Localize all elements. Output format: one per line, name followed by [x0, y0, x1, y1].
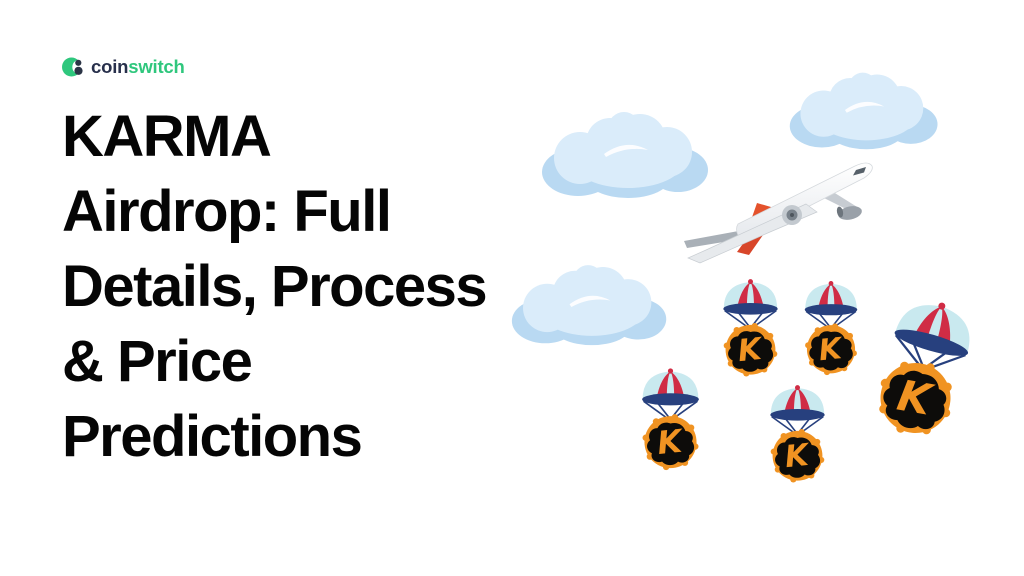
parachute-coin-2	[803, 280, 859, 376]
parachute-coin-large	[867, 291, 981, 446]
title-line-2: Airdrop: Full	[62, 179, 392, 244]
cloud-middle-left	[511, 265, 667, 346]
cloud-top-right	[789, 72, 938, 150]
parachute-coin-1	[722, 278, 779, 378]
parachute-coin-5	[769, 384, 826, 484]
title-line-4: & Price	[62, 329, 253, 394]
title-line-3: Details, Process	[62, 254, 488, 319]
page-title: KARMA Airdrop: Full Details, Process & P…	[62, 99, 488, 474]
airplane-illustration	[684, 162, 873, 264]
title-line-1: KARMA	[62, 104, 272, 169]
coinswitch-icon	[62, 57, 84, 77]
cloud-top-left	[542, 112, 708, 198]
parachute-coin-4	[641, 367, 700, 471]
title-line-5: Predictions	[62, 404, 363, 469]
logo-text-switch: switch	[128, 56, 185, 77]
logo-text-coin: coin	[91, 56, 129, 77]
